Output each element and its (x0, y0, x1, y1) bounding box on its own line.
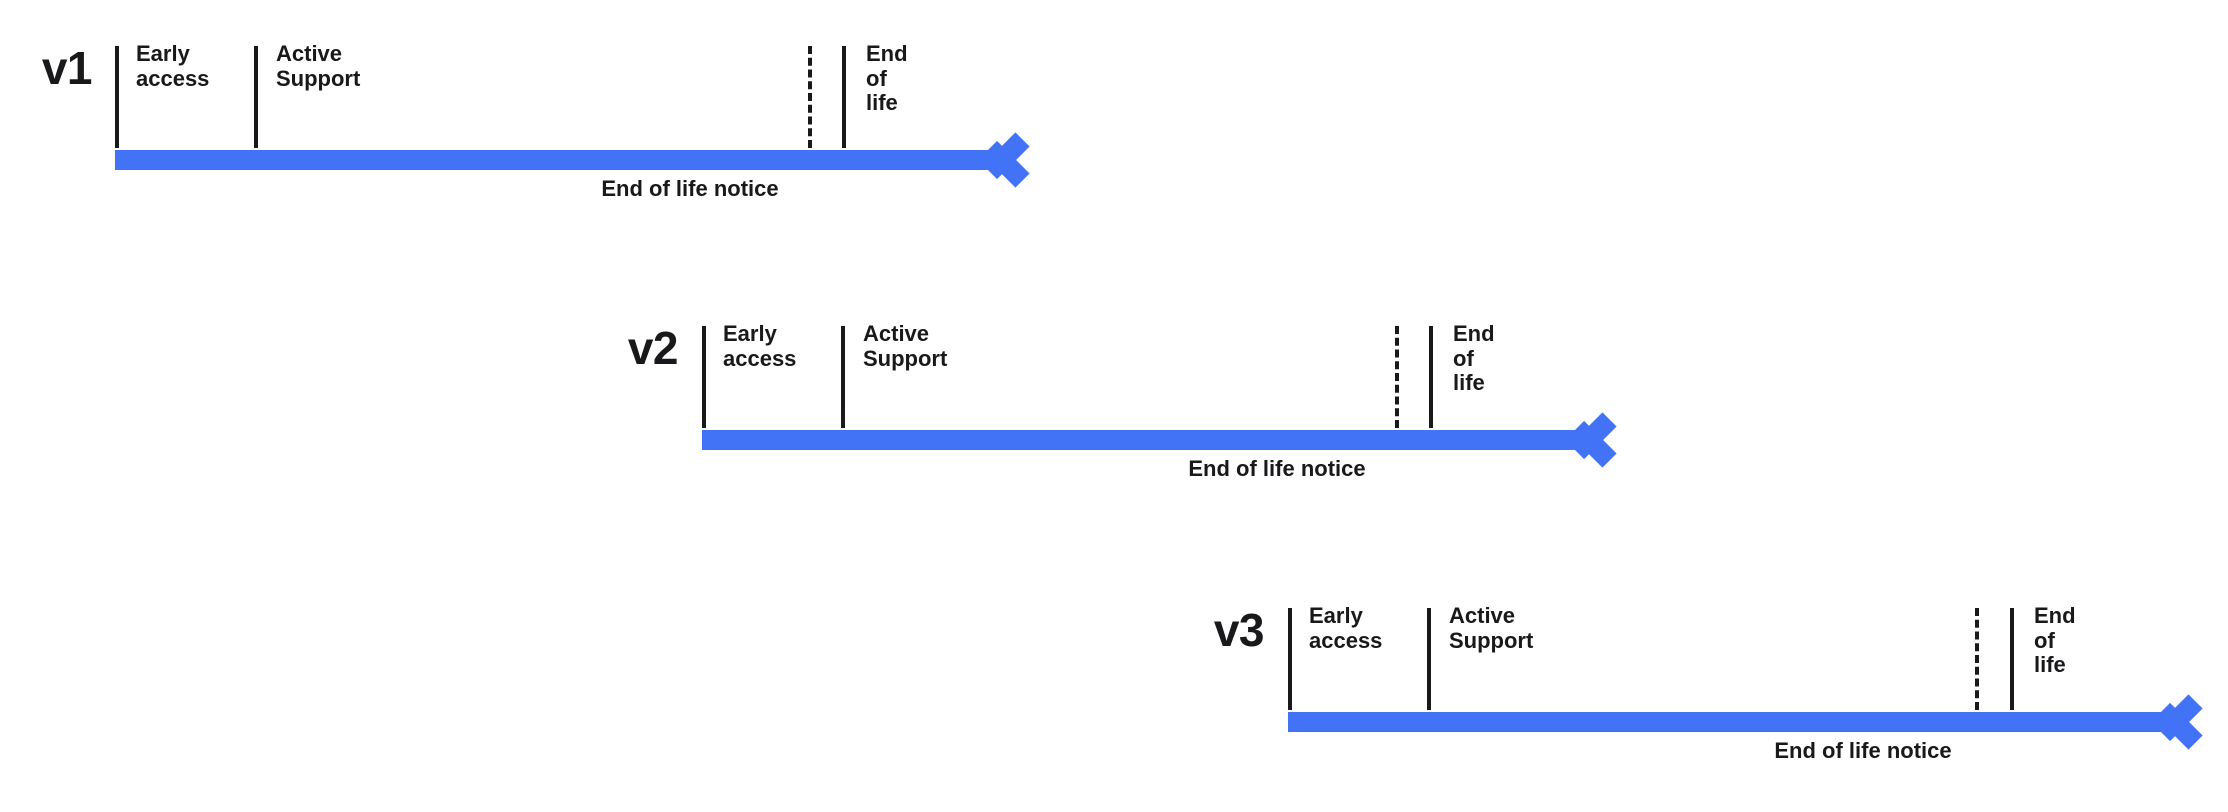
lifecycle-arrow-shaft-v2 (702, 430, 1597, 450)
active-support-label-v2: Active Support (863, 321, 948, 371)
divider-end-of-life-v2 (1429, 326, 1433, 428)
divider-start-v1 (115, 46, 119, 148)
version-label-v2: v2 (627, 322, 679, 374)
end-of-life-notice-label-v3: End of life notice (1774, 738, 1952, 763)
divider-start-v2 (702, 326, 706, 428)
divider-start-v3 (1288, 608, 1292, 710)
divider-end-of-life-v3 (2010, 608, 2014, 710)
lifecycle-arrow-shaft-v1 (115, 150, 1010, 170)
end-of-life-notice-label-v2: End of life notice (1188, 456, 1366, 481)
lifecycle-arrow-head-v1 (982, 131, 1046, 189)
divider-dashed-notice-v1 (808, 46, 812, 148)
divider-dashed-notice-v2 (1395, 326, 1399, 428)
lifecycle-arrow-head-v3 (2155, 693, 2219, 751)
divider-end-of-life-v1 (842, 46, 846, 148)
lifecycle-arrow-shaft-v3 (1288, 712, 2183, 732)
early-access-label-v1: Early access (136, 41, 210, 91)
divider-dashed-notice-v3 (1975, 608, 1979, 710)
early-access-label-v2: Early access (723, 321, 797, 371)
divider-active-support-v1 (254, 46, 258, 148)
early-access-label-v3: Early access (1309, 603, 1383, 653)
divider-active-support-v2 (841, 326, 845, 428)
active-support-label-v3: Active Support (1449, 603, 1534, 653)
lifecycle-arrow-head-v2 (1569, 411, 1633, 469)
divider-active-support-v3 (1427, 608, 1431, 710)
end-of-life-label-v1: End of life (866, 41, 908, 116)
end-of-life-label-v3: End of life (2034, 603, 2076, 678)
end-of-life-label-v2: End of life (1453, 321, 1495, 396)
active-support-label-v1: Active Support (276, 41, 361, 91)
version-label-v1: v1 (41, 42, 93, 94)
end-of-life-notice-label-v1: End of life notice (601, 176, 779, 201)
version-label-v3: v3 (1213, 604, 1265, 656)
